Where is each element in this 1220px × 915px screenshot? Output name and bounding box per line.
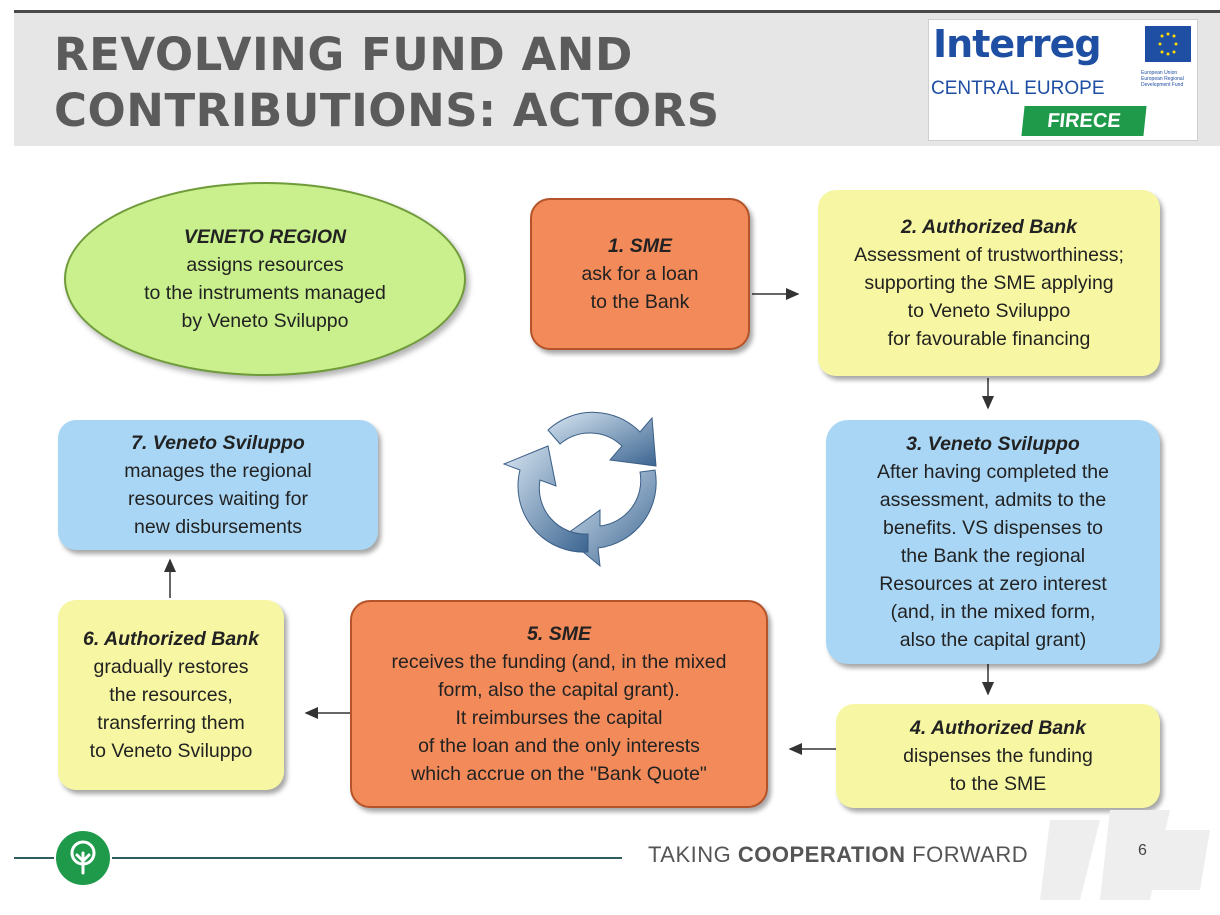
logo-central-europe-text: CENTRAL EUROPE (931, 78, 1105, 99)
footer-text-2: COOPERATION (737, 842, 906, 867)
slide-header: REVOLVING FUND AND CONTRIBUTIONS: ACTORS… (14, 10, 1220, 146)
node-text: which accrue on the "Bank Quote" (411, 763, 707, 785)
node-heading: 2. Authorized Bank (901, 216, 1077, 238)
tree-logo-icon (56, 831, 110, 885)
footer-text-1: TAKING (648, 842, 738, 867)
node-text: transferring them (97, 712, 245, 734)
node-text: new disbursements (134, 516, 302, 538)
node-text: dispenses the funding (903, 745, 1093, 767)
node-3-veneto-sviluppo: 3. Veneto Sviluppo After having complete… (826, 420, 1160, 664)
logo-interreg-text: Interreg (933, 22, 1102, 66)
footer-line-left (14, 857, 54, 859)
node-text: for favourable financing (887, 328, 1091, 350)
node-text: (and, in the mixed form, (890, 601, 1096, 623)
node-1-sme: 1. SME ask for a loan to the Bank (530, 198, 750, 350)
eu-line-2: European Regional (1141, 76, 1184, 82)
eu-line-1: European Union (1141, 70, 1178, 76)
node-text: to Veneto Sviluppo (89, 740, 253, 762)
node-text: to Veneto Sviluppo (907, 300, 1071, 322)
node-4-authorized-bank: 4. Authorized Bank dispenses the funding… (836, 704, 1160, 808)
node-text: to the SME (949, 773, 1047, 795)
node-text: the resources, (109, 684, 233, 706)
node-5-sme: 5. SME receives the funding (and, in the… (350, 600, 768, 808)
node-heading: 4. Authorized Bank (910, 717, 1086, 739)
node-text: assessment, admits to the (879, 489, 1107, 511)
node-6-authorized-bank: 6. Authorized Bank gradually restores th… (58, 600, 284, 790)
node-text: After having completed the (877, 461, 1109, 483)
eu-fund-text: European Union European Regional Develop… (1141, 70, 1197, 88)
node-heading: VENETO REGION (183, 226, 347, 248)
node-heading: 6. Authorized Bank (83, 628, 259, 650)
interreg-logo: Interreg CENTRAL EUROPE European Union E… (928, 19, 1198, 141)
node-text: form, also the capital grant). (438, 679, 680, 701)
footer-text-3: FORWARD (905, 842, 1029, 867)
node-text: manages the regional (124, 460, 312, 482)
node-text: gradually restores (93, 656, 249, 678)
node-heading: 5. SME (527, 623, 591, 645)
node-text: of the loan and the only interests (418, 735, 700, 757)
node-text: benefits. VS dispenses to (882, 517, 1104, 539)
node-text: resources waiting for (128, 488, 308, 510)
page-number: 6 (1138, 842, 1147, 859)
footer-tagline: TAKING COOPERATION FORWARD (648, 842, 1028, 868)
cycle-arrows-icon (502, 411, 657, 568)
node-text: assigns resources (186, 254, 344, 276)
eu-line-3: Development Fund (1141, 82, 1184, 88)
node-text: Resources at zero interest (879, 573, 1107, 595)
title-line-1: REVOLVING FUND AND (54, 28, 633, 81)
node-text: It reimburses the capital (455, 707, 663, 729)
node-heading: 1. SME (608, 235, 672, 257)
node-text: the Bank the regional (900, 545, 1086, 567)
node-text: ask for a loan (581, 263, 699, 285)
node-text: to the Bank (590, 291, 690, 313)
node-veneto-region: VENETO REGION assigns resources to the i… (64, 182, 466, 376)
footer-line-right (112, 857, 622, 859)
node-7-veneto-sviluppo: 7. Veneto Sviluppo manages the regional … (58, 420, 378, 550)
node-text: receives the funding (and, in the mixed (391, 651, 727, 673)
slide-title: REVOLVING FUND AND CONTRIBUTIONS: ACTORS (54, 27, 720, 139)
node-heading: 3. Veneto Sviluppo (906, 433, 1080, 455)
node-text: by Veneto Sviluppo (181, 310, 349, 332)
node-heading: 7. Veneto Sviluppo (131, 432, 305, 454)
footer-decoration (1040, 810, 1210, 900)
node-text: supporting the SME applying (864, 272, 1114, 294)
node-text: Assessment of trustworthiness; (854, 244, 1124, 266)
node-text: also the capital grant) (899, 629, 1087, 651)
node-text: to the instruments managed (144, 282, 386, 304)
node-2-authorized-bank: 2. Authorized Bank Assessment of trustwo… (818, 190, 1160, 376)
eu-flag-icon (1145, 26, 1191, 62)
title-line-2: CONTRIBUTIONS: ACTORS (54, 84, 720, 137)
